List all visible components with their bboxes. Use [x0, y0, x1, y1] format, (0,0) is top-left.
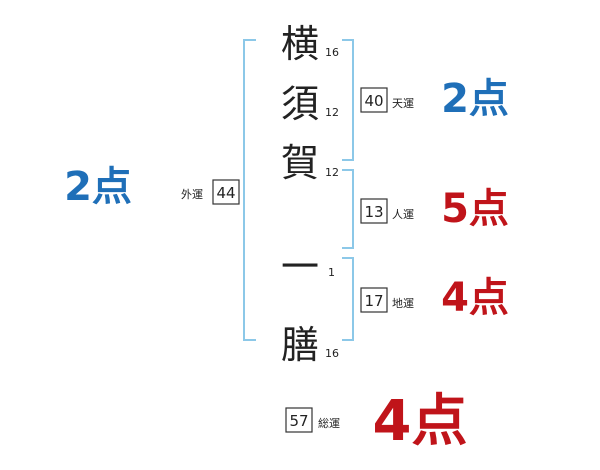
- souun-label: 総運: [318, 416, 340, 430]
- chiun-box: [360, 287, 388, 313]
- gaiun-score: 2点: [64, 164, 132, 210]
- souun-value: 57: [289, 412, 308, 430]
- tenun-box: [360, 87, 388, 113]
- surname-char-2: 須: [281, 82, 319, 126]
- souun-score: 4点: [373, 389, 468, 454]
- jinun-value: 13: [364, 203, 383, 221]
- tenun-score: 2点: [441, 76, 509, 122]
- given-strokes-2: 16: [325, 347, 339, 360]
- tenun-value: 40: [364, 92, 383, 110]
- given-strokes-1: 1: [328, 266, 335, 279]
- chiun-label: 地運: [392, 297, 414, 310]
- surname-strokes-2: 12: [325, 106, 339, 119]
- surname-strokes-1: 16: [325, 46, 339, 59]
- gaiun-label: 外運: [181, 188, 203, 201]
- jinun-box: [360, 198, 388, 224]
- tenun-label: 天運: [392, 97, 414, 110]
- surname-char-3: 賀: [281, 141, 319, 185]
- chiun-value: 17: [364, 292, 383, 310]
- chiun-bracket: [342, 257, 354, 341]
- jinun-score: 5点: [441, 186, 509, 232]
- jinun-label: 人運: [392, 208, 414, 221]
- souun-box: [285, 407, 313, 433]
- jinun-bracket: [342, 169, 354, 249]
- gaiun-value: 44: [216, 184, 235, 202]
- gaiun-box: [212, 179, 240, 205]
- surname-strokes-3: 12: [325, 166, 339, 179]
- given-char-1: 一: [281, 245, 319, 289]
- chiun-score: 4点: [441, 275, 509, 321]
- gaiun-bracket: [243, 39, 256, 341]
- given-char-2: 膳: [281, 323, 319, 367]
- surname-char-1: 横: [281, 22, 319, 66]
- tenun-bracket: [342, 39, 354, 161]
